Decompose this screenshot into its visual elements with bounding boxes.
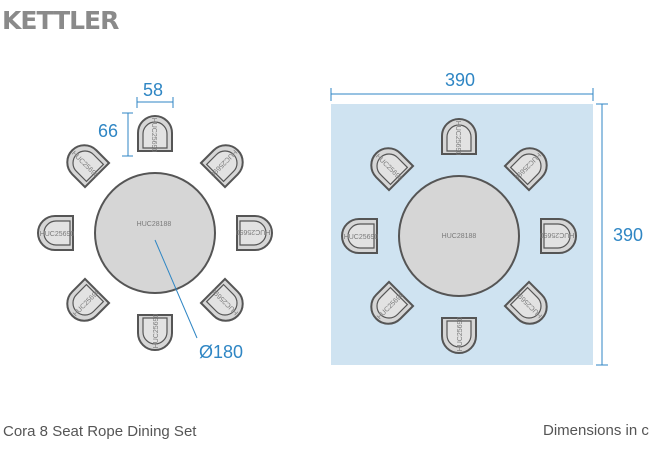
chair: HUC25690 (370, 280, 415, 325)
chair-label: HUC25690 (454, 121, 461, 156)
chair-label: HUC25690 (344, 234, 379, 241)
chair-label: HUC25690 (540, 231, 575, 238)
table-diameter-label: Ø180 (199, 342, 243, 362)
chair-seat (72, 283, 105, 316)
plan-height-label: 390 (613, 225, 643, 245)
chair-seat (142, 317, 168, 345)
chair-seat (239, 220, 267, 246)
table-top-left (94, 172, 216, 294)
chair: HUC25690 (137, 115, 173, 153)
chair-depth-label: 66 (98, 121, 118, 141)
table-label-right: HUC28188 (442, 233, 477, 240)
chair-label: HUC25690 (457, 317, 464, 352)
product-caption: Cora 8 Seat Rope Dining Set (3, 423, 197, 440)
chair: HUC25690 (503, 280, 548, 325)
dimensions-note: Dimensions in c (543, 422, 649, 439)
chair-label: HUC25690 (40, 231, 75, 238)
chair-seat (446, 124, 472, 152)
chair-label: HUC25690 (236, 228, 271, 235)
left-plan: HUC28188 Ø180 58 66 HUC25690HUC25690HUC2… (37, 80, 273, 362)
chair-seat (509, 286, 542, 319)
brand-logo: KETTLER (2, 6, 119, 35)
chair-seat (205, 283, 238, 316)
chair-seat (205, 150, 238, 183)
chair-label: HUC25690 (153, 314, 160, 349)
chair: HUC25690 (341, 218, 379, 254)
chair-seat (376, 286, 409, 319)
chair-seat (142, 121, 168, 149)
chair-seat (43, 220, 71, 246)
chair: HUC25690 (199, 277, 244, 322)
chair: HUC25690 (236, 215, 273, 251)
chair-seat (509, 153, 542, 186)
chair-seat (376, 153, 409, 186)
chair: HUC25690 (441, 118, 477, 156)
chair: HUC25690 (66, 144, 111, 189)
chair: HUC25690 (540, 218, 577, 254)
chair: HUC25690 (441, 317, 477, 354)
chair-width-label: 58 (143, 80, 163, 100)
chair-seat (72, 150, 105, 183)
chair-label: HUC25690 (150, 118, 157, 153)
chair: HUC25690 (503, 147, 548, 192)
chair-seat (543, 223, 571, 249)
chair: HUC25690 (66, 277, 111, 322)
chair: HUC25690 (137, 314, 173, 351)
table-top-right (398, 175, 520, 297)
right-plan: HUC28188 390 390 HUC25690HUC25690HUC2569… (330, 70, 643, 366)
chair: HUC25690 (37, 215, 75, 251)
diameter-leader-line (154, 239, 198, 339)
plan-width-label: 390 (445, 70, 475, 90)
chair: HUC25690 (199, 144, 244, 189)
table-label-left: HUC28188 (137, 221, 172, 228)
chair-seat (347, 223, 375, 249)
chair: HUC25690 (370, 147, 415, 192)
chair-seat (446, 320, 472, 348)
